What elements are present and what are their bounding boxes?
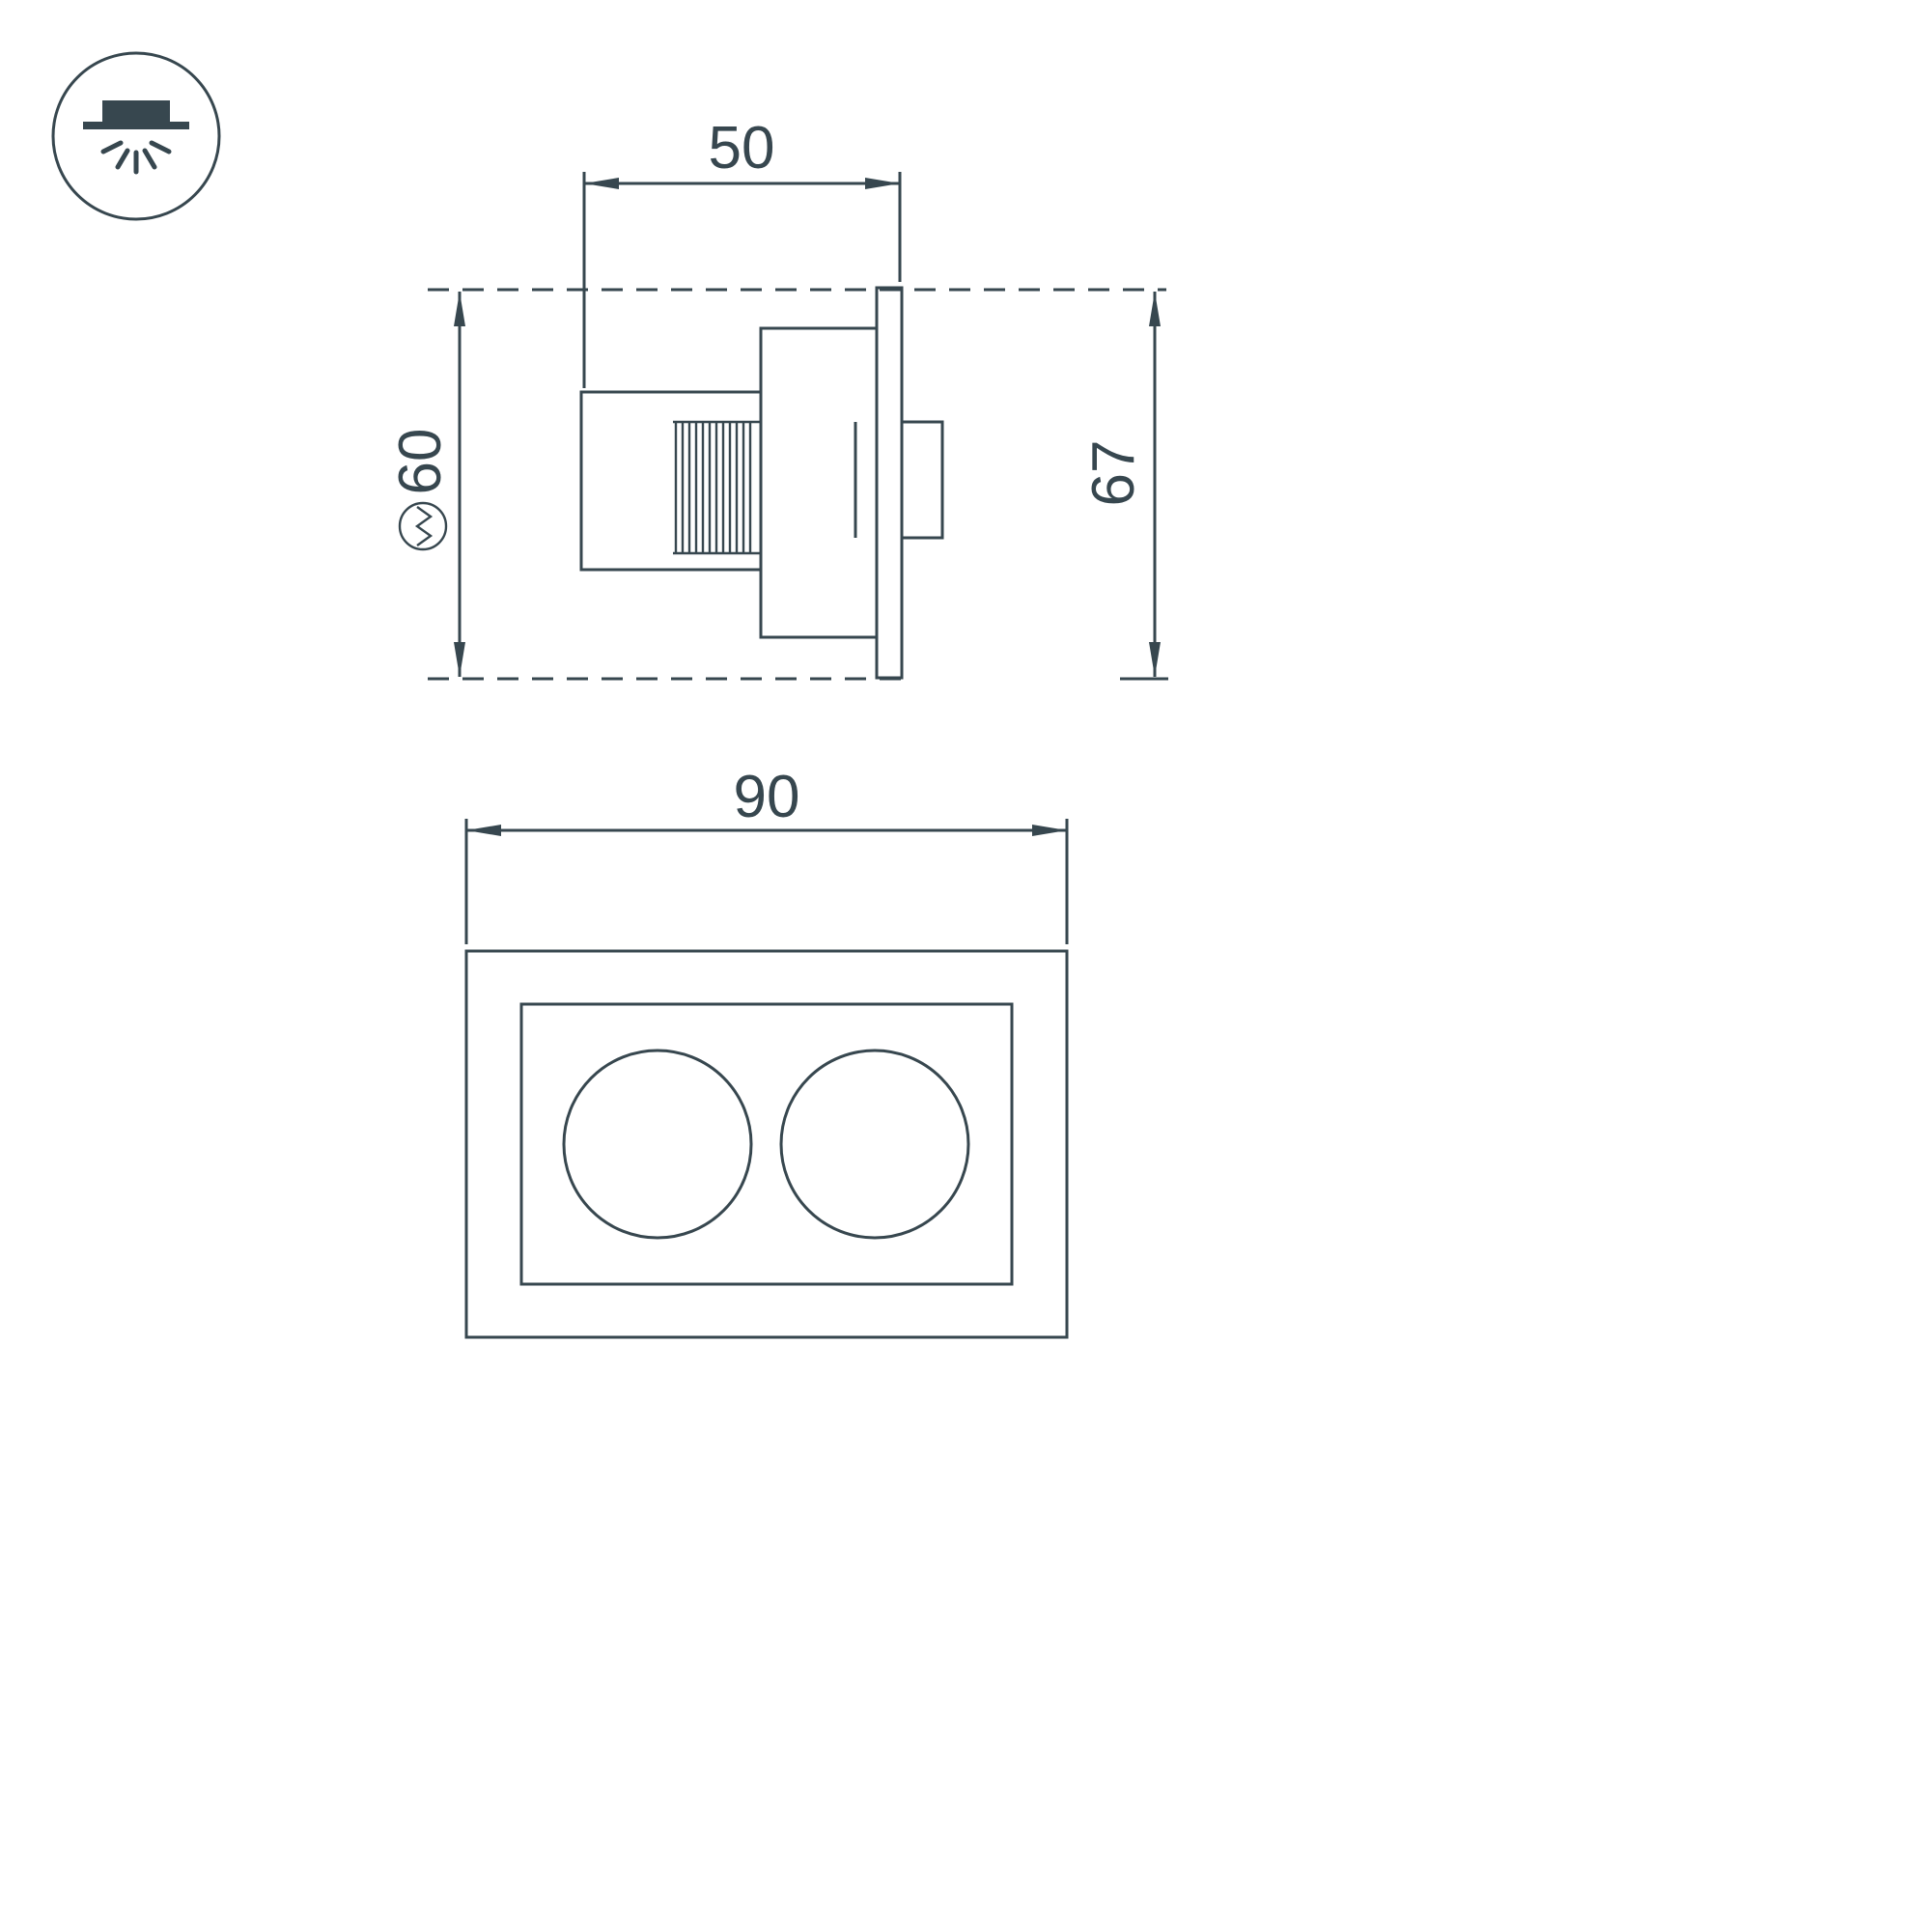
front-outer-frame bbox=[464, 949, 1069, 1339]
heatsink-fins bbox=[673, 420, 761, 555]
dimension-67: 67 bbox=[1080, 292, 1168, 681]
circle-wave-cutout-icon bbox=[398, 501, 448, 551]
lamp-opening-1 bbox=[562, 1049, 753, 1240]
dimension-60-label: 60 bbox=[387, 429, 454, 495]
badge-circle bbox=[51, 51, 221, 221]
dimension-90-label: 90 bbox=[734, 764, 800, 830]
recessed-mount-badge bbox=[51, 51, 221, 221]
recessed-downlight-icon bbox=[83, 100, 189, 175]
front-inner-frame bbox=[519, 1002, 1014, 1286]
dimension-90: 90 bbox=[464, 764, 1069, 944]
dimension-50: 50 bbox=[582, 115, 902, 388]
rear-tube bbox=[900, 420, 944, 540]
dimension-67-label: 67 bbox=[1080, 440, 1147, 507]
flange bbox=[875, 286, 904, 680]
lamp-opening-2 bbox=[779, 1049, 970, 1240]
dimension-60: 60 bbox=[387, 292, 465, 677]
lamp-body bbox=[759, 326, 879, 639]
dimension-50-label: 50 bbox=[709, 115, 775, 182]
side-view bbox=[428, 286, 1166, 681]
front-view bbox=[464, 949, 1069, 1339]
driver-box bbox=[579, 390, 763, 572]
